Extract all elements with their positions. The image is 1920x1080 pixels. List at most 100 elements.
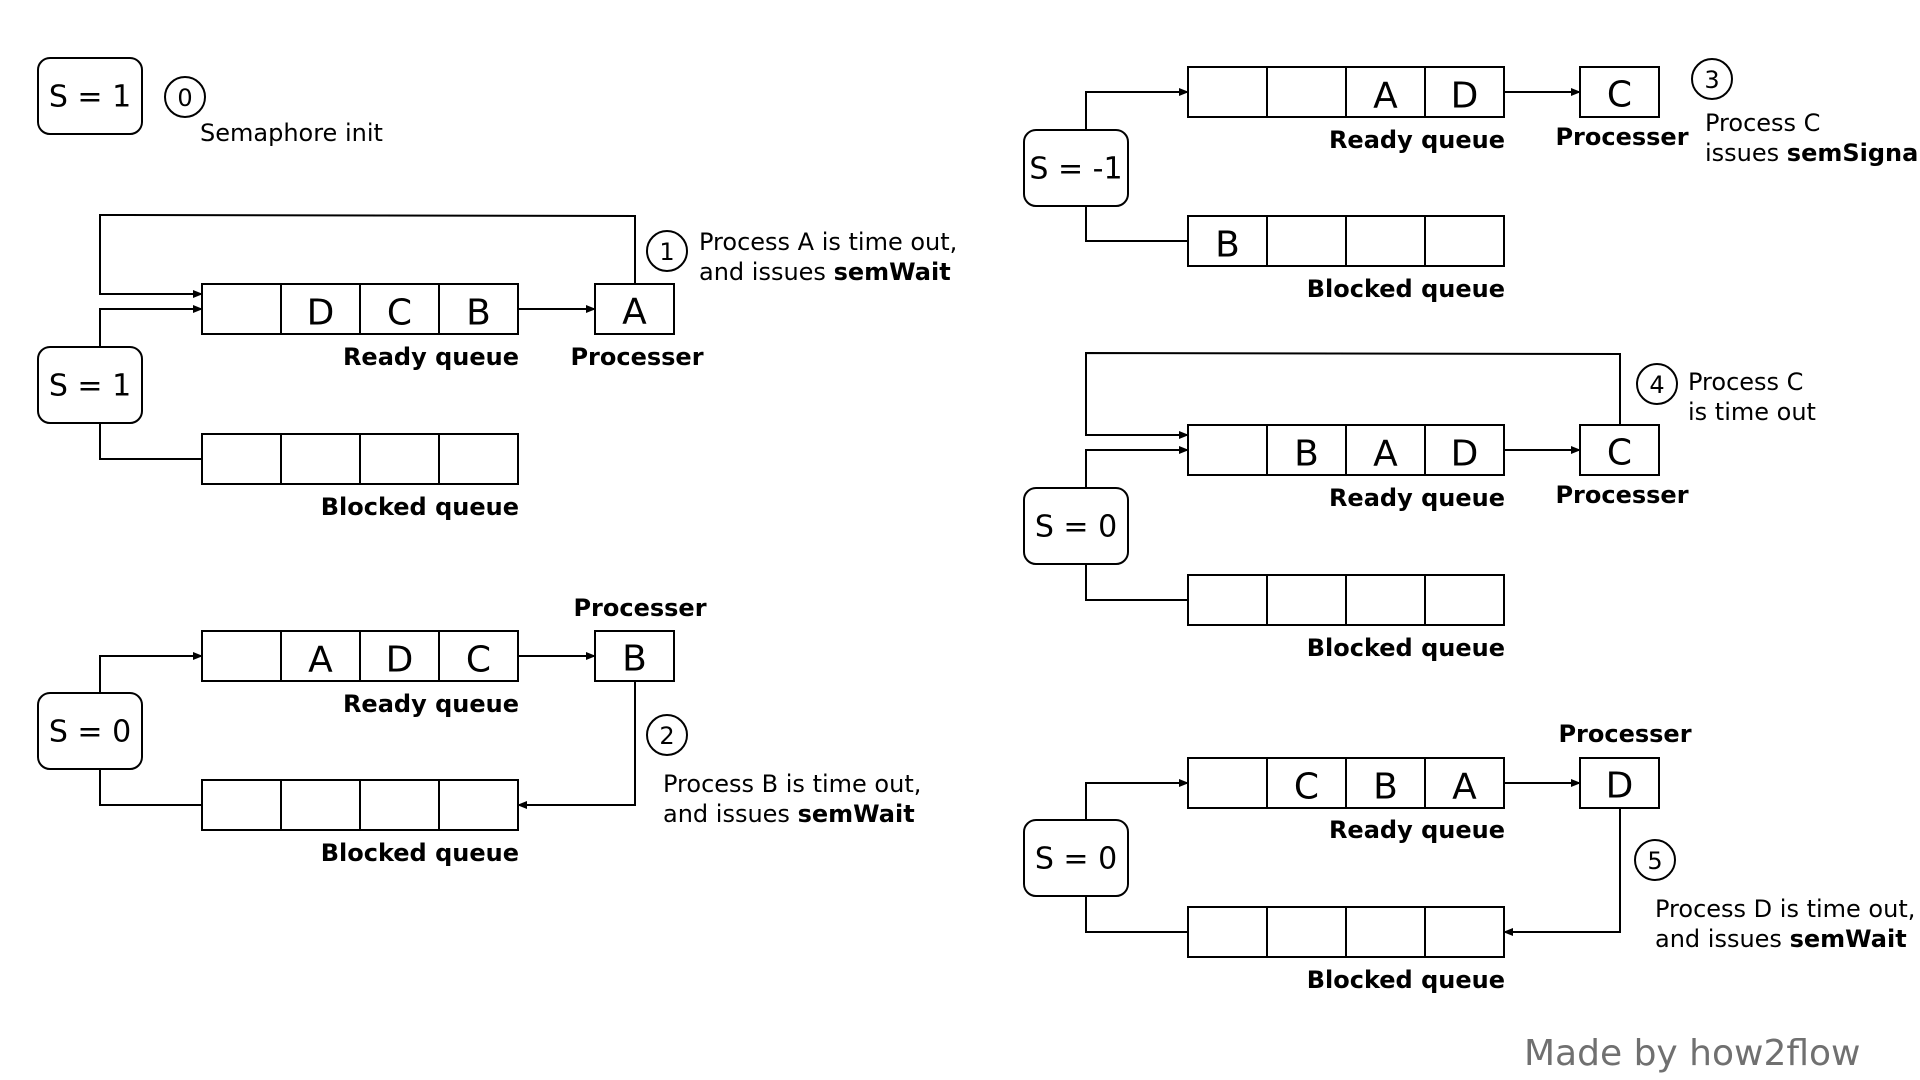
blocked-queue-cell bbox=[1266, 215, 1347, 267]
processor-label: Processer bbox=[1558, 720, 1691, 748]
step-description: and issues semWait bbox=[1655, 925, 1907, 953]
blocked-queue-cell bbox=[201, 779, 282, 831]
semaphore-value: S = 0 bbox=[49, 715, 131, 750]
blocked-queue-cell bbox=[1187, 906, 1268, 958]
blocked-queue-cell bbox=[280, 779, 361, 831]
sem-to-blocked-line bbox=[1085, 206, 1188, 242]
ready-queue-item: B bbox=[1373, 767, 1398, 808]
ready-queue-item: B bbox=[466, 293, 491, 334]
blocked-queue-cell bbox=[438, 433, 519, 485]
semaphore-value: S = 0 bbox=[1035, 842, 1117, 877]
semaphore-value: S = -1 bbox=[1029, 152, 1122, 187]
sem-to-ready-arrow bbox=[1085, 779, 1189, 820]
ready-queue-item: A bbox=[1373, 76, 1398, 117]
sem-to-blocked-line bbox=[99, 769, 202, 806]
semaphore-value: S = 1 bbox=[49, 369, 131, 404]
sem-to-ready-arrow bbox=[1085, 88, 1189, 130]
blocked-queue-label: Blocked queue bbox=[1307, 275, 1505, 303]
step-number-circle bbox=[646, 230, 688, 272]
step-description: Process B is time out, bbox=[663, 770, 921, 798]
ready-queue-item: C bbox=[1294, 767, 1319, 808]
semaphore-value: S = 1 bbox=[49, 80, 131, 115]
connector-lines bbox=[99, 88, 1621, 936]
ready-queue-item: D bbox=[307, 293, 335, 334]
processor-box bbox=[1579, 757, 1660, 809]
blocked-queue-cell bbox=[1424, 906, 1505, 958]
description-text: is time out bbox=[1688, 398, 1816, 426]
processor-label: Processer bbox=[1555, 481, 1688, 509]
blocked-queue-cell bbox=[1266, 574, 1347, 626]
ready-queue-label: Ready queue bbox=[343, 343, 519, 371]
semaphore-box bbox=[37, 346, 143, 424]
blocked-queue-cell bbox=[1345, 215, 1426, 267]
ready-queue-label: Ready queue bbox=[1329, 484, 1505, 512]
step-description: Process A is time out, bbox=[699, 228, 957, 256]
ready-queue-item: D bbox=[1451, 76, 1479, 117]
ready-queue-cell bbox=[280, 283, 361, 335]
processor-item: D bbox=[1606, 766, 1634, 807]
blocked-queue-cell bbox=[280, 433, 361, 485]
blocked-queue-cell bbox=[359, 433, 440, 485]
processor-item: A bbox=[622, 292, 647, 333]
step-number-circle bbox=[1634, 839, 1676, 881]
processor-box bbox=[1579, 424, 1660, 476]
ready-queue-cell bbox=[201, 630, 282, 682]
semaphore-box bbox=[37, 57, 143, 135]
step-number-circle bbox=[164, 76, 206, 118]
ready-queue-cell bbox=[359, 630, 440, 682]
description-text: and issues bbox=[663, 800, 798, 828]
blocked-queue-cell bbox=[359, 779, 440, 831]
description-text: and issues bbox=[699, 258, 834, 286]
step-number: 1 bbox=[659, 238, 674, 266]
blocked-queue-cell bbox=[438, 779, 519, 831]
ready-queue-cell bbox=[438, 630, 519, 682]
semaphore-box bbox=[37, 692, 143, 770]
ready-queue-cell bbox=[1187, 66, 1268, 118]
processor-box bbox=[594, 630, 675, 682]
step-description: Process D is time out, bbox=[1655, 895, 1915, 923]
blocked-queue-label: Blocked queue bbox=[1307, 634, 1505, 662]
semaphore-box bbox=[1023, 487, 1129, 565]
ready-queue-cell bbox=[1266, 757, 1347, 809]
step-number: 2 bbox=[659, 722, 674, 750]
ready-queue-cell bbox=[1424, 757, 1505, 809]
sem-to-ready-arrow bbox=[1085, 446, 1189, 488]
sem-to-ready-arrow bbox=[99, 652, 203, 693]
blocked-queue-item: B bbox=[1215, 225, 1240, 266]
processor-label: Processer bbox=[1555, 123, 1688, 151]
description-keyword: semWait bbox=[1790, 925, 1907, 953]
description-keyword: semWait bbox=[834, 258, 951, 286]
step-description: and issues semWait bbox=[699, 258, 951, 286]
blocked-queue-cell bbox=[1187, 574, 1268, 626]
description-keyword: semSignal bbox=[1787, 139, 1920, 167]
step-description: issues semSignal bbox=[1705, 139, 1920, 167]
ready-queue-cell bbox=[1187, 757, 1268, 809]
description-keyword: semWait bbox=[798, 800, 915, 828]
description-text: Process C bbox=[1688, 368, 1803, 396]
step-description: Process C bbox=[1705, 109, 1820, 137]
ready-queue-cell bbox=[438, 283, 519, 335]
ready-queue-item: A bbox=[1452, 767, 1477, 808]
step-description: is time out bbox=[1688, 398, 1816, 426]
ready-queue-cell bbox=[1266, 66, 1347, 118]
sem-to-blocked-line bbox=[1085, 896, 1188, 933]
ready-queue-cell bbox=[1345, 66, 1426, 118]
timeout-loop-arrow bbox=[99, 213, 636, 298]
sem-to-ready-arrow bbox=[99, 305, 203, 347]
step-number-circle bbox=[646, 714, 688, 756]
ready-queue-item: A bbox=[308, 640, 333, 681]
ready-queue-cell bbox=[359, 283, 440, 335]
semaphore-box bbox=[1023, 819, 1129, 897]
processor-to-blocked-arrow bbox=[517, 681, 636, 809]
blocked-queue-cell bbox=[1424, 574, 1505, 626]
processor-item: C bbox=[1607, 433, 1632, 474]
ready-queue-label: Ready queue bbox=[1329, 816, 1505, 844]
ready-queue-item: D bbox=[386, 640, 414, 681]
description-text: Process C bbox=[1705, 109, 1820, 137]
ready-queue-cell bbox=[1424, 66, 1505, 118]
ready-queue-item: C bbox=[387, 293, 412, 334]
timeout-loop-arrow bbox=[1085, 351, 1621, 439]
ready-queue-item: C bbox=[466, 640, 491, 681]
